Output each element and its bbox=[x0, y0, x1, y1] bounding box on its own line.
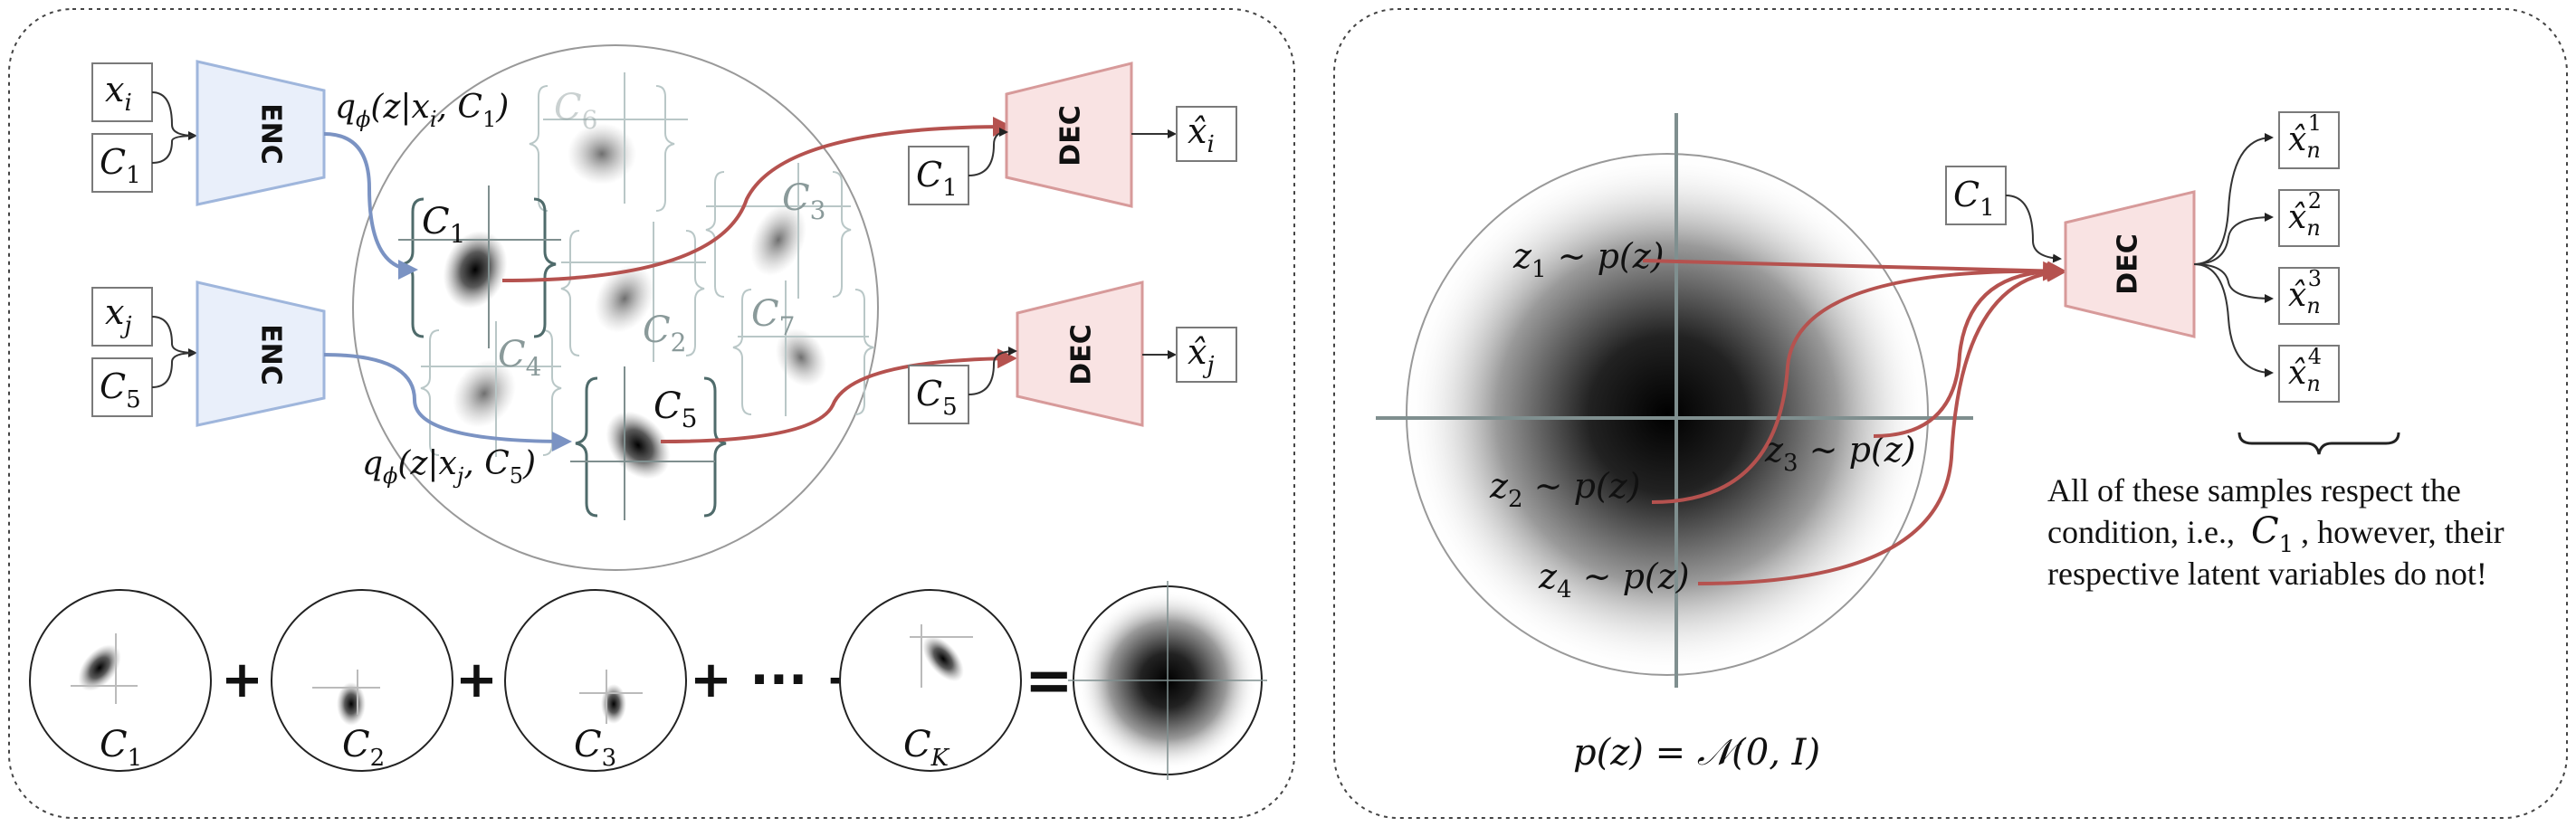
latent-clusters bbox=[398, 72, 874, 520]
left-panel-frame bbox=[8, 8, 1295, 819]
output-box-xj bbox=[1176, 327, 1237, 383]
cluster-c2 bbox=[560, 222, 706, 362]
sample-label-z4: z4 ∼ p(z) bbox=[1538, 556, 1690, 604]
right-cond-box bbox=[1945, 166, 2007, 225]
input-box-c5 bbox=[91, 357, 153, 417]
output-box-n4 bbox=[2278, 345, 2340, 403]
cluster-label-c2: C2 bbox=[643, 309, 686, 357]
decoder-label-bottom: DEC bbox=[1066, 324, 1098, 385]
decode-arrow-c1 bbox=[501, 117, 1013, 282]
caption-line-1: All of these samples respect the bbox=[2047, 472, 2461, 509]
caption-line-3: respective latent variables do not! bbox=[2047, 556, 2487, 592]
encoder-label-bottom: ENC bbox=[255, 324, 287, 385]
input-box-xi bbox=[91, 62, 153, 122]
cluster-label-c5: C5 bbox=[654, 385, 697, 433]
cluster-label-c6: C6 bbox=[554, 87, 597, 135]
mixture-circle-c2 bbox=[271, 589, 453, 772]
sample-arrow-z1 bbox=[1642, 259, 2067, 281]
cluster-label-c4: C4 bbox=[498, 334, 541, 382]
output-box-n3 bbox=[2278, 267, 2340, 325]
decoder-cond-box-c1 bbox=[908, 146, 969, 205]
cluster-label-c3: C3 bbox=[782, 177, 825, 225]
sample-arrow-z2 bbox=[1651, 261, 2063, 504]
mixture-circle-c1 bbox=[29, 589, 212, 772]
cluster-c5 bbox=[570, 366, 727, 520]
input-box-c1 bbox=[91, 133, 153, 193]
decode-arrow-c5 bbox=[660, 348, 1017, 443]
input-c1: C1 bbox=[100, 142, 141, 189]
right-cond-c1: C1 bbox=[1953, 175, 1995, 222]
encode-arrow-c1 bbox=[323, 132, 418, 280]
cluster-label-c7: C7 bbox=[751, 293, 795, 341]
sample-arrow-z3 bbox=[1873, 261, 2067, 438]
posterior-label-top: qϕ(z|xi, C1) bbox=[335, 89, 509, 132]
encoder-label-top: ENC bbox=[255, 103, 287, 165]
caption-line-2: condition, i.e.,C1, however, their bbox=[2047, 510, 2504, 558]
prior-distribution bbox=[1376, 113, 1973, 688]
mixture-circle-c3 bbox=[504, 589, 687, 772]
input-xi: xi bbox=[105, 70, 132, 117]
sample-arrow-z4 bbox=[1697, 261, 2067, 585]
cluster-c6 bbox=[529, 72, 688, 212]
cluster-c4 bbox=[420, 321, 562, 457]
decoder-cond-c5: C5 bbox=[916, 374, 958, 421]
plus-sign-1: + bbox=[221, 651, 263, 709]
prior-label: p(z) = 𝒩(0, I) bbox=[1573, 732, 1820, 774]
output-xn1: x̂n1 bbox=[2288, 110, 2322, 163]
encoder-block-bottom bbox=[196, 280, 326, 427]
right-decoder-block bbox=[2064, 190, 2196, 338]
decoder-block-top bbox=[1005, 62, 1133, 208]
outputs-brace bbox=[2237, 432, 2400, 455]
output-box-n2 bbox=[2278, 189, 2340, 247]
equals-sign: = bbox=[1025, 648, 1073, 715]
mixture-circle-ck bbox=[839, 589, 1022, 772]
encoder-block-top bbox=[196, 60, 326, 206]
right-decoder-label: DEC bbox=[2113, 233, 2144, 294]
latent-space-circle bbox=[352, 44, 879, 571]
input-c5: C5 bbox=[100, 366, 141, 414]
posterior-label-bottom: qϕ(z|xj, C5) bbox=[362, 445, 536, 489]
plus-sign-2: + bbox=[455, 651, 498, 709]
decoder-block-bottom bbox=[1016, 280, 1144, 427]
mixture-row: C1 + C2 + C3 + ··· + CK = bbox=[29, 581, 1267, 780]
encode-arrow-c5 bbox=[323, 353, 572, 452]
plus-dots-plus: + ··· + bbox=[690, 651, 868, 709]
decoder-label-top: DEC bbox=[1055, 105, 1087, 166]
cluster-c7 bbox=[732, 280, 874, 416]
output-box-n1 bbox=[2278, 111, 2340, 169]
cluster-c3 bbox=[705, 163, 852, 299]
output-box-xi bbox=[1176, 106, 1237, 162]
cluster-label-c1: C1 bbox=[422, 201, 465, 249]
